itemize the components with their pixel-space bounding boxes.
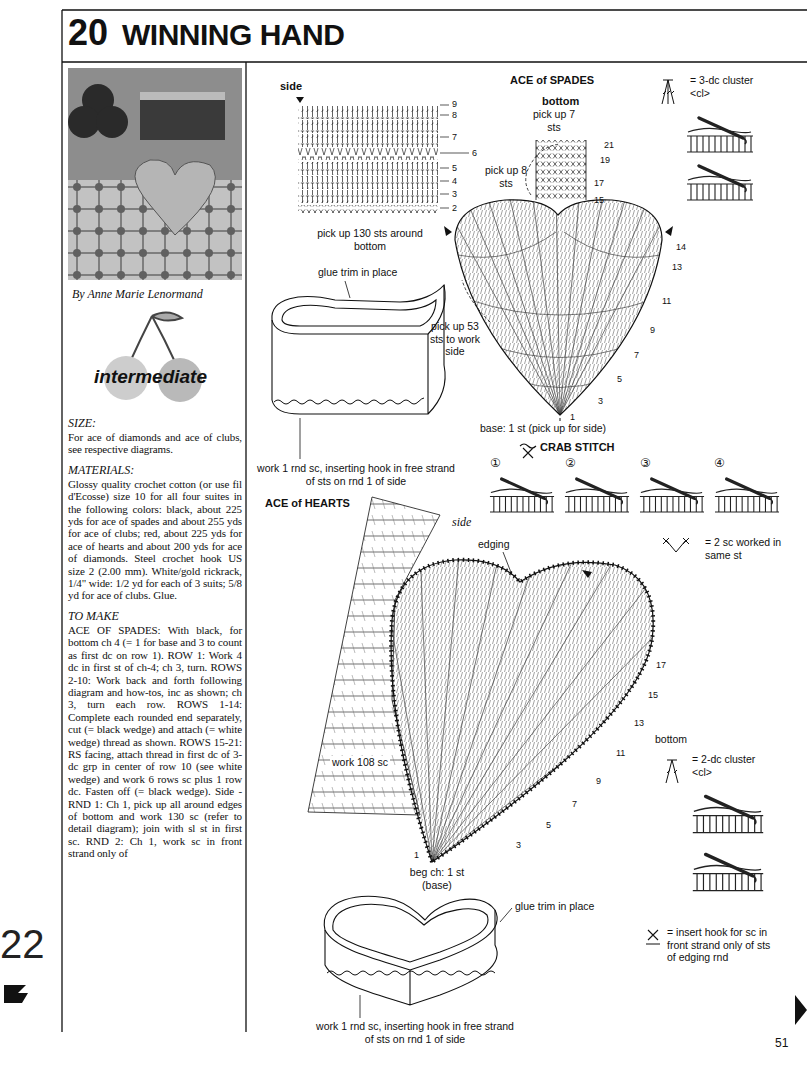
annotation-text: glue trim in place [318,266,397,279]
row-number: 3 [516,840,521,850]
row-number: 9 [650,325,655,335]
body-text: For ace of diamonds and ace of clubs, se… [68,431,242,456]
annotation-text: base: 1 st (pick up for side) [480,422,606,435]
row-number: 17 [656,660,666,670]
row-number: 21 [604,140,614,150]
annotation-text: work 1 rnd sc, inserting hook in free st… [315,1020,515,1045]
row-number: 7 [572,799,577,809]
row-number: 4 [452,176,457,186]
row-number: 7 [634,350,639,360]
page-title: WINNING HAND [122,18,344,52]
annotation-text: = 2-dc cluster <cl> [692,753,764,778]
section-heading: side [452,515,471,530]
section-heading: MATERIALS: [68,463,242,478]
row-number: 51 [775,1036,788,1050]
step-number: ④ [714,456,725,470]
diagram-heading: bottom [542,95,579,107]
row-number: 3 [598,396,603,406]
annotation-text: = 3-dc cluster <cl> [690,74,762,99]
annotation-text: work 1 rnd sc, inserting hook in free st… [256,462,456,487]
annotation-text: = insert hook for sc in front strand onl… [667,926,779,964]
row-number: 20 [68,12,108,54]
body-text: Glossy quality crochet cotton (or use fi… [68,478,242,602]
section-heading: By Anne Marie Lenormand [72,287,244,302]
row-number: 5 [617,374,622,384]
section-heading: TO MAKE [68,609,242,624]
row-number: 1 [414,850,419,860]
section-heading: SIZE: [68,416,242,431]
row-number: 8 [452,110,457,120]
row-number: 13 [672,262,682,272]
annotation-text: bottom [655,733,687,746]
row-number: 5 [452,163,457,173]
annotation-text: glue trim in place [515,900,594,913]
badge-text: intermediate [94,366,207,387]
annotation-text: pick up 53 sts to work side [424,320,486,358]
diagram-heading: side [280,80,302,92]
row-number: 1 [570,412,575,422]
row-number: 11 [616,748,625,758]
text-column: SIZE:For ace of diamonds and ace of club… [68,416,242,860]
diagram-heading: CRAB STITCH [540,441,615,453]
row-number: 11 [662,296,671,306]
row-number: 9 [452,99,457,109]
row-number: 22 [0,922,45,967]
row-number: 15 [594,195,604,205]
diagram-heading: ACE of SPADES [510,74,594,86]
row-number: 5 [546,820,551,830]
row-number: 15 [648,690,658,700]
step-number: ② [565,456,576,470]
row-number: 13 [634,718,644,728]
row-number: 14 [676,242,686,252]
row-number: 19 [600,155,610,165]
step-number: ① [490,456,501,470]
annotation-text: edging [478,538,510,551]
row-number: 17 [594,178,604,188]
row-number: 2 [452,203,457,213]
row-number: 6 [472,148,477,158]
step-number: ③ [640,456,651,470]
row-number: 9 [596,776,601,786]
annotation-text: beg ch: 1 st (base) [400,866,474,891]
annotation-text: pick up 130 sts around bottom [315,227,425,252]
annotation-text: = 2 sc worked in same st [705,536,795,561]
annotation-text: pick up 7 sts [526,108,582,133]
body-text: ACE OF SPADES: With black, for bottom ch… [68,624,242,860]
difficulty-badge: intermediate [90,364,213,390]
row-number: 3 [452,189,457,199]
diagram-heading: ACE of HEARTS [265,497,350,509]
annotation-text: work 108 sc [330,756,390,769]
row-number: 7 [452,132,457,142]
annotation-text: pick up 8 sts [484,164,528,189]
